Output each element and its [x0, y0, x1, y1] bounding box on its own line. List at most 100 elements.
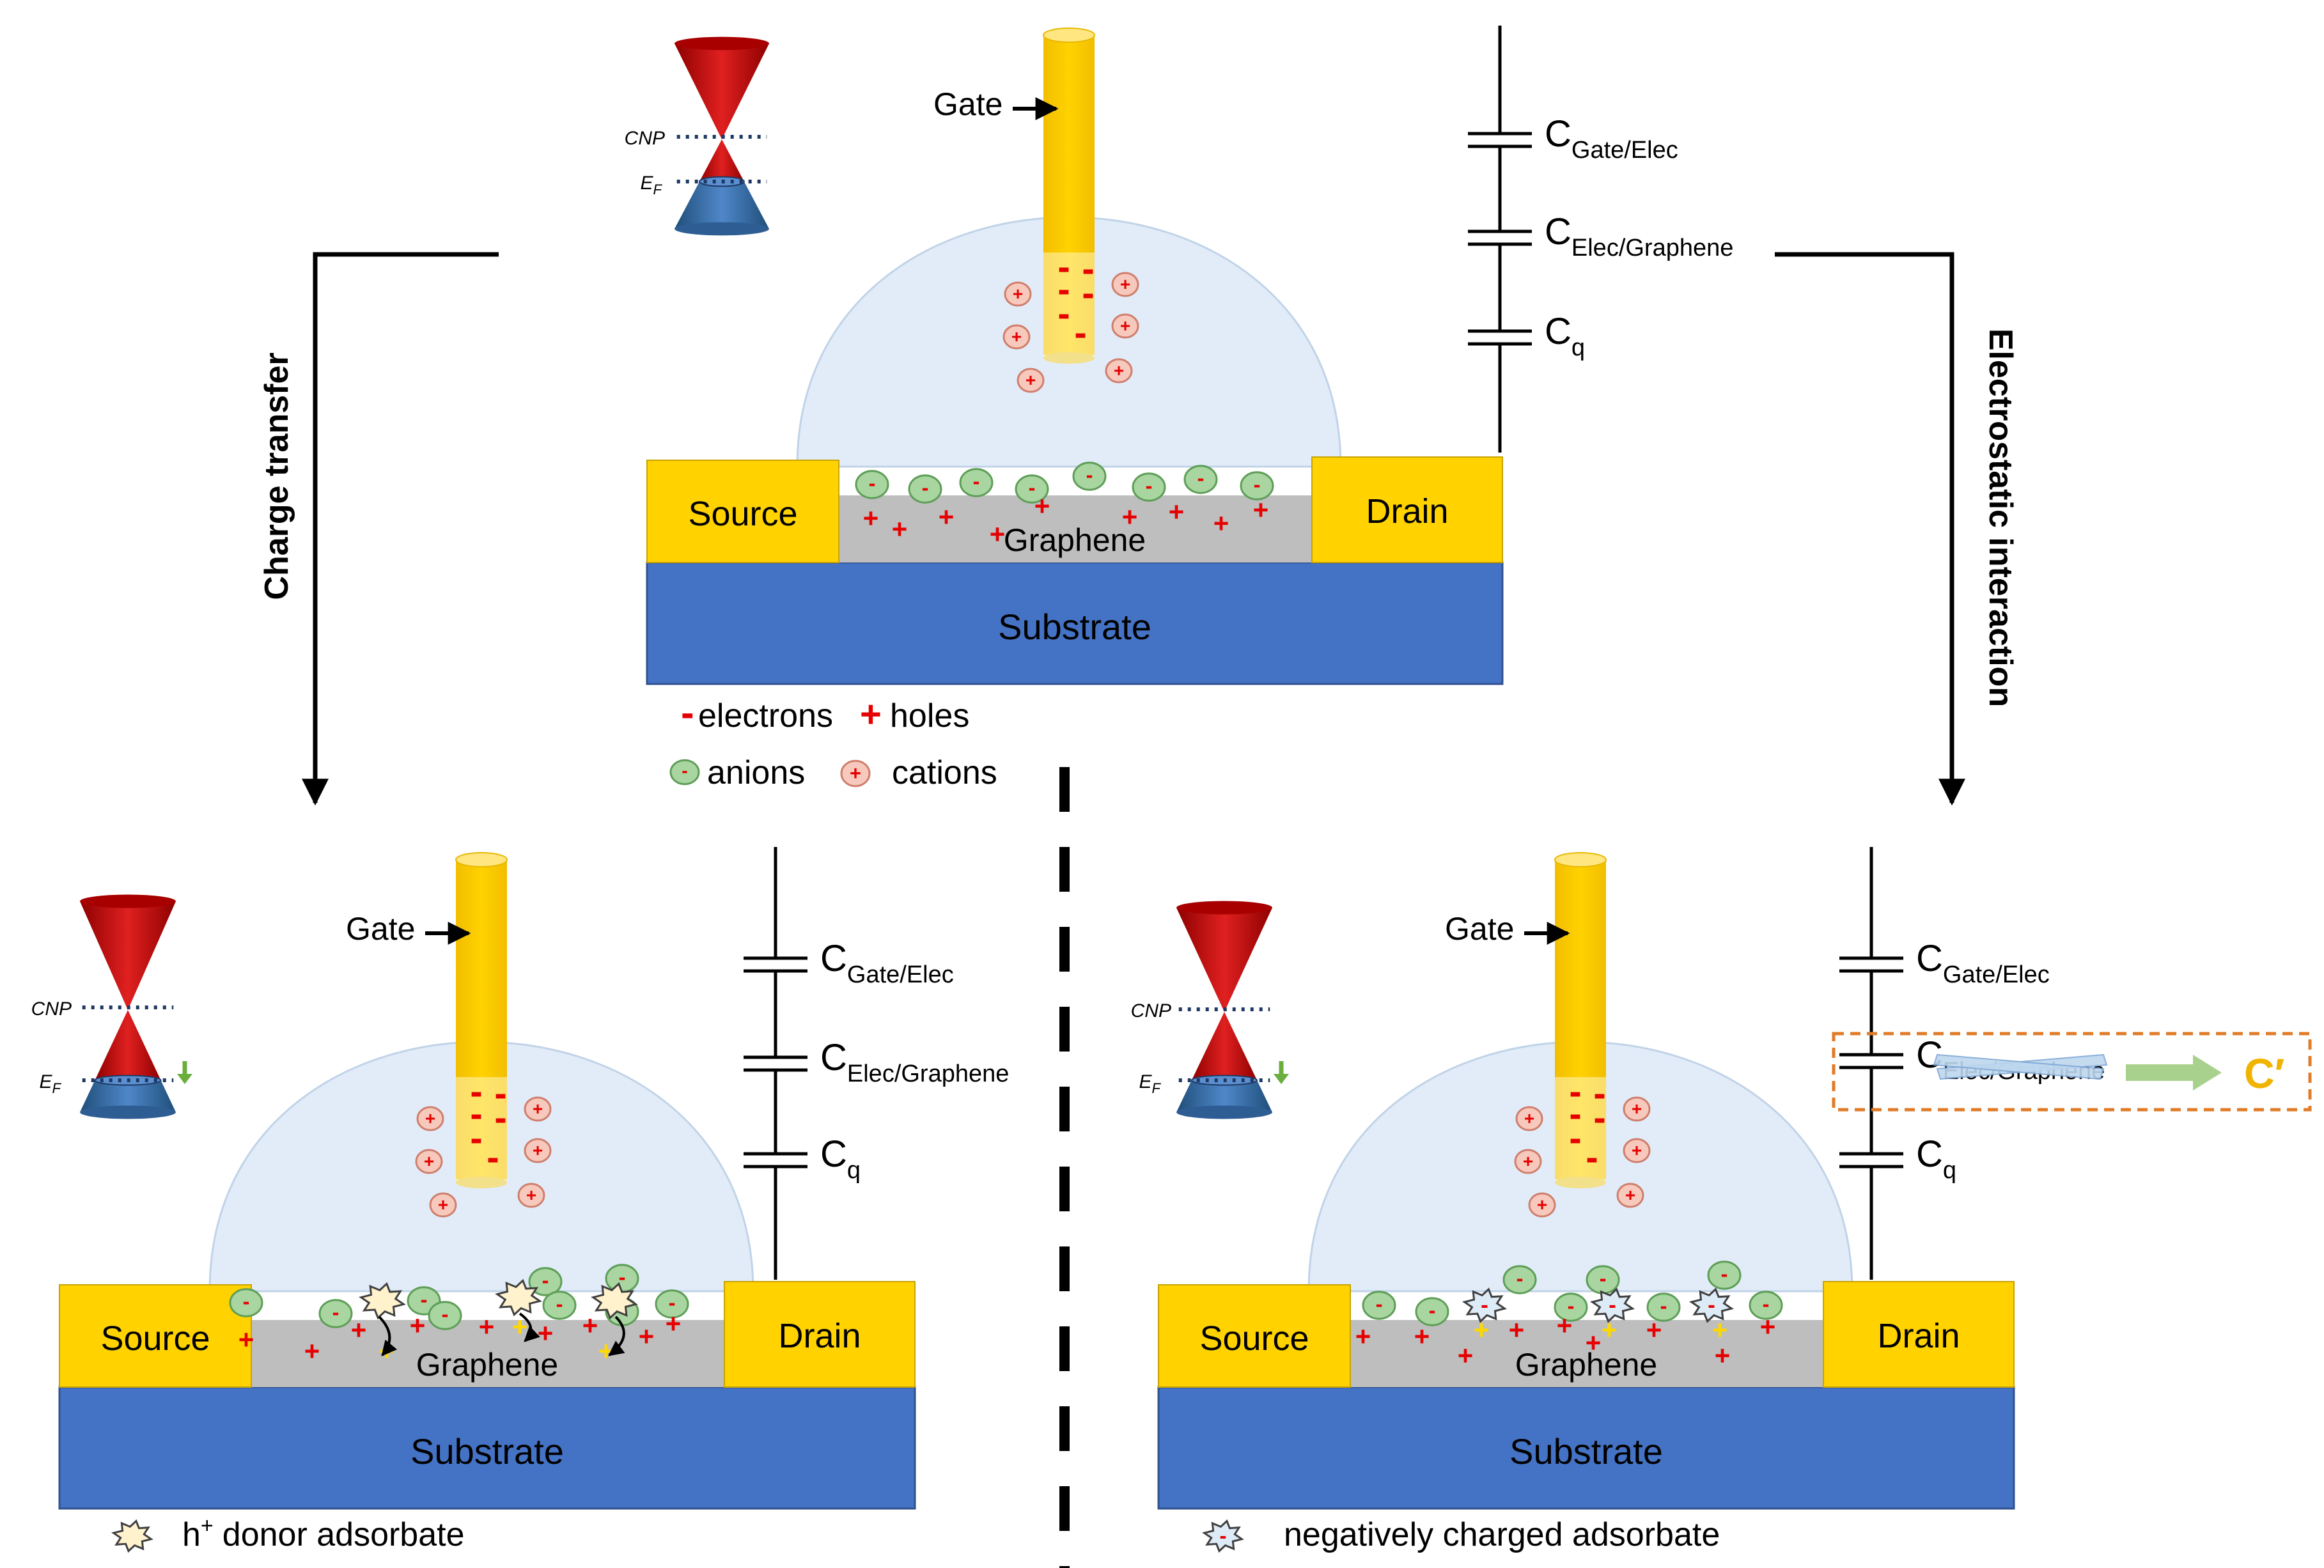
cation: + — [1002, 324, 1031, 350]
charge-transfer-curve — [519, 1312, 540, 1342]
gate-electrode-bottom — [1555, 1177, 1606, 1188]
cation-sign: + — [424, 1151, 434, 1171]
cation: + — [1623, 1096, 1651, 1122]
cation-circle — [1616, 1183, 1644, 1208]
anion-circle — [1749, 1291, 1783, 1320]
electron-charge: - — [1082, 272, 1094, 314]
lower-cone-empty — [699, 139, 744, 182]
capacitor-quantum-left-label: Cq — [820, 1133, 861, 1184]
capacitor-quantum-right: Cq — [1839, 1133, 1956, 1184]
cation: + — [1105, 358, 1133, 384]
fermi-subscript: F — [1152, 1080, 1162, 1096]
hole-charge: + — [1646, 1315, 1662, 1345]
hole-charge: + — [1760, 1312, 1776, 1342]
cation-sign: + — [533, 1099, 543, 1119]
dirac-cone-icon: CNP EF — [625, 36, 769, 236]
hole-charge: + — [351, 1315, 367, 1345]
anion-sign: - — [1600, 1267, 1607, 1290]
anion: - — [1015, 474, 1049, 504]
cation-sign: + — [425, 1108, 435, 1128]
lower-cone-filled — [1176, 1080, 1272, 1112]
down-arrow-head — [177, 1074, 192, 1084]
gate-electrode-top — [1554, 852, 1607, 867]
capacitor-elec-graphene-label: CElec/Graphene — [1545, 211, 1733, 261]
fermi-subscript: F — [52, 1080, 62, 1096]
down-arrow-head — [1274, 1074, 1289, 1084]
donor-adsorbate — [591, 1282, 638, 1320]
anion: - — [669, 759, 700, 786]
graphene-label: Graphene — [416, 1347, 558, 1383]
hole-charge: + — [598, 1336, 614, 1366]
charge-transfer-curve — [378, 1316, 398, 1356]
cation: + — [415, 1149, 443, 1174]
capacitor-c: C — [820, 938, 847, 979]
cnp-label: CNP — [625, 128, 665, 149]
capacitor-subscript: Gate/Elec — [1943, 961, 2050, 988]
anion: - — [1240, 471, 1274, 501]
legend-holes-label: holes — [890, 697, 969, 734]
anion: - — [229, 1288, 263, 1317]
cation: + — [1623, 1138, 1651, 1163]
fermi-level-label: EF — [641, 173, 663, 198]
anion-sign: - — [1568, 1294, 1575, 1317]
fermi-e: E — [1139, 1071, 1153, 1092]
anion: - — [1502, 1265, 1537, 1294]
capacitor-gap — [744, 1154, 807, 1166]
negative-adsorbate-label: negatively charged adsorbate — [1284, 1516, 1720, 1553]
substrate-label: Substrate — [1509, 1431, 1663, 1471]
hole-charge: + — [1355, 1321, 1371, 1351]
capacitor-subscript: q — [1571, 334, 1585, 361]
fermi-e: E — [641, 173, 654, 194]
donor-legend-text: h+donor adsorbate — [182, 1514, 465, 1553]
negative-adsorbate-shape — [1202, 1519, 1244, 1553]
anion-sign: - — [1429, 1299, 1436, 1322]
electron-charge: - — [1569, 1093, 1581, 1135]
capacitor-subscript: q — [847, 1157, 861, 1184]
cation-sign: + — [1013, 284, 1023, 304]
capacitor-c: C — [1916, 1133, 1943, 1175]
capacitor-quantum-label: Cq — [1545, 311, 1585, 361]
electron-charge: - — [1074, 312, 1086, 353]
lower-cone-filled — [675, 182, 769, 229]
hole-charge: + — [1715, 1340, 1731, 1370]
donor-legend-prefix: h — [182, 1516, 201, 1553]
hole-charge: + — [1557, 1310, 1573, 1340]
substrate-label: Substrate — [998, 607, 1151, 647]
hole-charge: + — [666, 1308, 682, 1339]
capacitor-quantum-left: Cq — [744, 1133, 861, 1184]
hole-charge: + — [1712, 1315, 1728, 1345]
legend-electrons-label: electrons — [698, 697, 833, 734]
cation-circle — [1002, 324, 1031, 350]
capacitor-gap — [1468, 332, 1532, 343]
legend-cations-label: cations — [892, 754, 997, 791]
anion-circle — [959, 468, 994, 497]
cation-sign: + — [1537, 1195, 1547, 1215]
source-contact — [59, 1284, 252, 1388]
anion-circle — [655, 1289, 689, 1319]
cation-circle — [429, 1192, 457, 1218]
legend-anion-icon: - — [669, 759, 700, 786]
anion-circle — [855, 470, 889, 499]
hole-charge: + — [582, 1310, 598, 1340]
anion: - — [1132, 472, 1166, 502]
capacitor-quantum: Cq — [1468, 311, 1585, 361]
drain-contact — [1311, 456, 1503, 563]
capacitor-c: C — [1545, 113, 1571, 155]
charge-transfer-label: Charge transfer — [258, 352, 295, 600]
fermi-level-label: EF — [40, 1071, 62, 1096]
fermi-subscript: F — [653, 182, 663, 198]
cation-circle — [1111, 313, 1139, 339]
legend-top: - electrons + holes - anions + cations — [669, 691, 997, 791]
cation: + — [1515, 1106, 1543, 1131]
upper-cone-top — [1176, 901, 1272, 915]
upper-cone — [675, 43, 769, 139]
cation: + — [524, 1096, 552, 1122]
electron-charge: - — [1057, 293, 1070, 334]
cation-circle — [1004, 281, 1032, 307]
anion-circle — [1415, 1297, 1449, 1326]
cation-circle — [1623, 1138, 1651, 1163]
anion: - — [1415, 1297, 1449, 1326]
drain-label: Drain — [1877, 1317, 1960, 1355]
